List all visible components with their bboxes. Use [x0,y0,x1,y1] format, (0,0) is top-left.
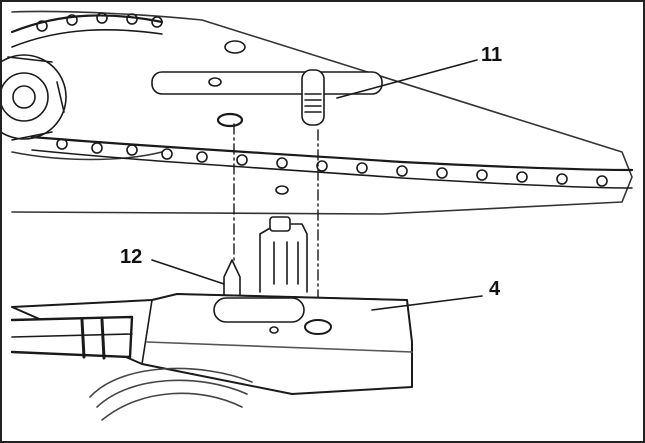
callout-11: 11 [481,44,503,66]
guide-bar [11,10,633,215]
callout-4: 4 [489,278,501,300]
drive-sprocket [2,54,67,141]
bar-slot-plate [151,40,383,128]
bar-bracket [259,216,308,293]
alignment-lines [233,123,319,321]
side-handle [10,315,134,360]
chain-tensioner-pin [301,59,478,126]
callout-12: 12 [120,246,143,268]
saw-chain-lower [30,135,634,195]
base-arc [89,367,253,421]
saw-chain-upper [10,12,164,48]
